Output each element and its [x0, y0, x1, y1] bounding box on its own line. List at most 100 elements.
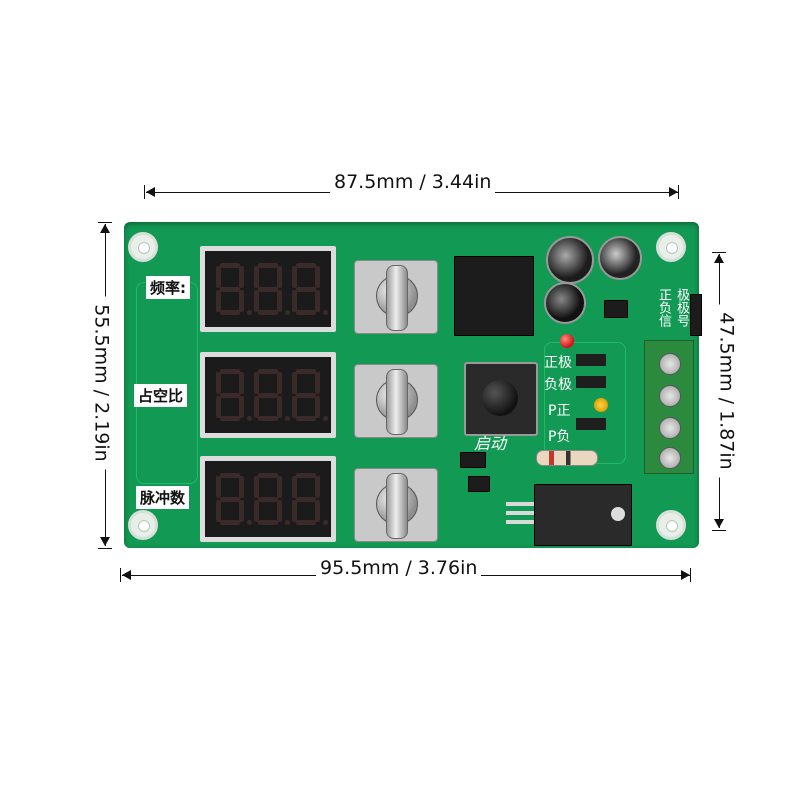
display-pulse-count: [200, 456, 336, 542]
label-frequency: 频率:: [146, 276, 190, 299]
segment: [296, 369, 316, 374]
digits-frequency: [211, 257, 328, 321]
segment: [258, 310, 278, 315]
pcb-board: 频率: 占空比 脉冲数 正负信 极极号 启动 正极 负极 P正 P负: [124, 222, 702, 548]
segment: [239, 266, 244, 288]
segment: [220, 369, 240, 374]
segment: [315, 396, 320, 418]
top-dimension-label: 87.5mm / 3.44in: [330, 171, 496, 193]
regulator-tab-icon: [611, 507, 625, 521]
segment: [258, 369, 278, 374]
right-dimension-label: 47.5mm / 1.87in: [715, 304, 738, 478]
segment: [296, 520, 316, 525]
resistor-icon: [536, 450, 598, 466]
bottom-dim-tick-right: [690, 568, 691, 582]
segment: [220, 520, 240, 525]
segment: [216, 500, 221, 522]
smd-component: [576, 354, 606, 366]
decimal-point: [285, 416, 290, 421]
segment: [254, 500, 259, 522]
segment: [216, 266, 221, 288]
smd-component: [576, 376, 606, 388]
segment: [220, 310, 240, 315]
segment: [258, 287, 278, 292]
segment: [296, 393, 316, 398]
segment: [315, 500, 320, 522]
button-cap-icon: [482, 380, 518, 416]
right-dim-arrow-up: [714, 254, 724, 263]
segment: [315, 290, 320, 312]
top-dim-arrow-right: [669, 187, 678, 197]
decimal-point: [285, 520, 290, 525]
encoder-duty-cycle[interactable]: [354, 364, 438, 438]
capacitor-icon: [598, 236, 642, 280]
segment: [277, 500, 282, 522]
screw-icon[interactable]: [659, 417, 681, 439]
segment: [258, 520, 278, 525]
segment: [277, 476, 282, 498]
trace-outline-left: [136, 282, 198, 484]
screw-icon[interactable]: [659, 353, 681, 375]
mounting-hole-top-left: [128, 232, 158, 262]
top-dim-tick-right: [678, 185, 679, 199]
label-duty-cycle: 占空比: [134, 384, 188, 407]
left-dim-arrow-up: [100, 224, 110, 233]
microcontroller-chip: [454, 256, 534, 336]
screw-icon[interactable]: [659, 385, 681, 407]
seven-segment-digit: [216, 369, 252, 421]
knob-shaft-icon: [386, 369, 408, 435]
segment: [296, 497, 316, 502]
segment: [296, 310, 316, 315]
encoder-frequency[interactable]: [354, 260, 438, 334]
terminal-label-p-negative: P负: [548, 429, 571, 445]
segment: [220, 473, 240, 478]
signal-label-2: 极极号: [674, 288, 689, 327]
regulator-pins: [506, 502, 534, 526]
ceramic-capacitor-icon: [594, 398, 608, 412]
right-dim-tick-bottom: [712, 530, 726, 531]
seven-segment-digit: [254, 473, 290, 525]
segment: [254, 372, 259, 394]
segment: [315, 372, 320, 394]
digits-pulse-count: [211, 467, 328, 531]
smd-component: [576, 418, 606, 430]
screw-icon[interactable]: [659, 447, 681, 469]
terminal-label-p-positive: P正: [548, 403, 571, 419]
bottom-dimension-label: 95.5mm / 3.76in: [316, 557, 482, 579]
decimal-point: [285, 310, 290, 315]
segment: [277, 266, 282, 288]
segment: [292, 476, 297, 498]
start-label: 启动: [474, 434, 507, 453]
segment: [296, 287, 316, 292]
label-pulse-count: 脉冲数: [136, 486, 190, 509]
capacitor-icon: [544, 282, 586, 324]
decimal-point: [323, 416, 328, 421]
segment: [292, 266, 297, 288]
header-connector[interactable]: [690, 294, 702, 336]
segment: [254, 290, 259, 312]
seven-segment-digit: [292, 473, 328, 525]
decimal-point: [247, 416, 252, 421]
segment: [216, 396, 221, 418]
segment: [258, 497, 278, 502]
segment: [296, 473, 316, 478]
display-duty-cycle: [200, 352, 336, 438]
mounting-hole-bottom-right: [656, 510, 686, 540]
segment: [258, 416, 278, 421]
segment: [292, 396, 297, 418]
right-dim-tick-top: [712, 252, 726, 253]
start-button[interactable]: [464, 362, 538, 436]
left-dim-arrow-down: [100, 537, 110, 546]
segment: [277, 396, 282, 418]
top-dim-tick-left: [144, 185, 145, 199]
bottom-dim-arrow-right: [681, 570, 690, 580]
segment: [277, 372, 282, 394]
segment: [216, 372, 221, 394]
segment: [296, 263, 316, 268]
segment: [220, 263, 240, 268]
segment: [292, 290, 297, 312]
decimal-point: [247, 310, 252, 315]
encoder-pulse-count[interactable]: [354, 468, 438, 542]
segment: [292, 372, 297, 394]
segment: [258, 473, 278, 478]
